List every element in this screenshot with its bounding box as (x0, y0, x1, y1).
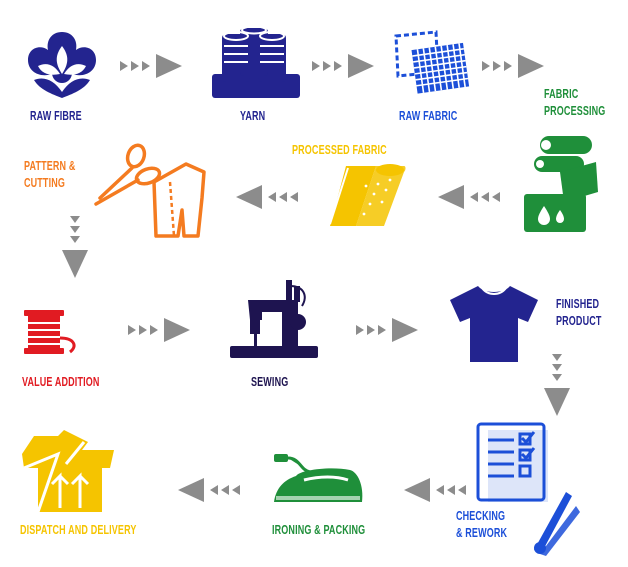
cotton-flower-icon (28, 32, 96, 98)
arrow-down-icon (544, 354, 570, 416)
scissors-pattern-icon (94, 143, 206, 238)
iron-icon (274, 454, 363, 502)
step-label-dispatch-delivery: DISPATCH AND DELIVERY (20, 523, 137, 537)
arrow-right-icon (482, 54, 544, 78)
step-label-pattern-cutting: PATTERN & CUTTING (24, 158, 75, 192)
step-label-line2: & REWORK (456, 526, 508, 540)
step-label-fabric-processing: FABRIC PROCESSING (544, 86, 605, 120)
arrow-left-icon (178, 478, 240, 502)
raw-fabric-icon (394, 30, 470, 94)
checklist-icon (476, 422, 580, 556)
step-label-processed-fabric: PROCESSED FABRIC (292, 143, 387, 157)
arrow-left-icon (404, 478, 466, 502)
step-label-sewing: SEWING (251, 375, 289, 389)
step-label-finished-product: FINISHED PRODUCT (556, 296, 602, 330)
arrow-right-icon (128, 318, 190, 342)
arrow-left-icon (236, 185, 298, 209)
fabric-roll-icon (329, 164, 406, 226)
tshirt-icon (450, 286, 538, 362)
arrow-right-icon (312, 54, 374, 78)
arrow-right-icon (120, 54, 182, 78)
step-label-value-addition: VALUE ADDITION (22, 375, 100, 389)
thread-spool-icon (24, 310, 76, 354)
step-label-line2: PRODUCT (556, 314, 602, 328)
arrow-down-icon (62, 216, 88, 278)
sewing-machine-icon (230, 280, 318, 358)
step-label-line2: PROCESSING (544, 104, 606, 118)
step-label-line2: CUTTING (24, 176, 66, 190)
dispatch-box-icon (22, 430, 114, 513)
fabric-processing-icon (524, 136, 598, 232)
yarn-spools-icon (212, 25, 300, 98)
step-label-line1: FABRIC (544, 87, 579, 101)
step-label-yarn: YARN (240, 109, 266, 123)
step-label-raw-fibre: RAW FIBRE (30, 109, 82, 123)
step-label-line1: FINISHED (556, 297, 600, 311)
step-label-raw-fabric: RAW FABRIC (399, 109, 458, 123)
step-label-line1: CHECKING (456, 509, 506, 523)
arrow-right-icon (356, 318, 418, 342)
step-label-ironing-packing: IRONING & PACKING (272, 523, 366, 537)
step-label-checking-rework: CHECKING & REWORK (456, 508, 507, 542)
step-label-line1: PATTERN & (24, 159, 76, 173)
arrow-left-icon (438, 185, 500, 209)
